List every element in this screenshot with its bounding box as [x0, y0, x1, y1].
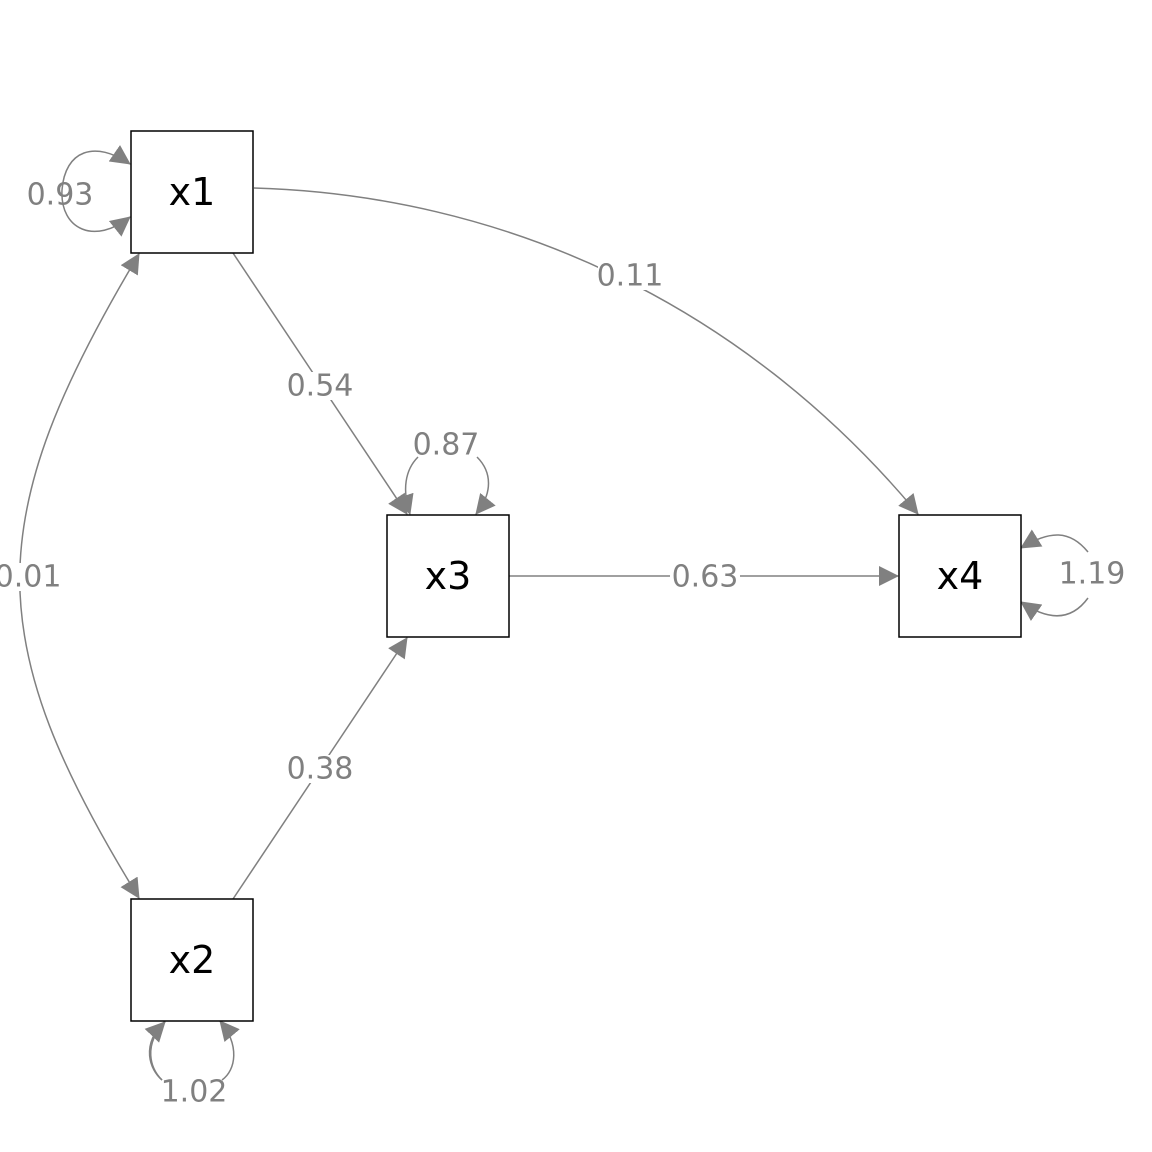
node-x2: x2: [130, 898, 254, 1022]
node-x3: x3: [386, 514, 510, 638]
svg-text:0.01: 0.01: [0, 560, 61, 595]
variance-loop-x1: [61, 145, 131, 237]
svg-text:0.38: 0.38: [287, 752, 354, 787]
variance-label-x2: 1.02: [161, 1075, 228, 1110]
svg-text:0.11: 0.11: [597, 259, 664, 294]
variance-loop-x3: [394, 456, 419, 515]
node-x4-label: x4: [937, 554, 984, 598]
node-x1: x1: [130, 130, 254, 254]
variance-loop-x4-lower: [1020, 597, 1089, 622]
node-x3-label: x3: [425, 554, 472, 598]
variance-label-x1: 0.93: [27, 178, 94, 213]
edge-label-x2-x3: 0.38: [287, 752, 354, 787]
variance-label-x3: 0.87: [413, 428, 480, 463]
variance-label-x4: 1.19: [1059, 557, 1126, 592]
node-x4: x4: [898, 514, 1022, 638]
edge-label-x1-x4: 0.11: [597, 259, 664, 294]
variance-loop-x2-left: [144, 1021, 166, 1081]
edge-label-x1-x3: 0.54: [287, 369, 354, 404]
svg-text:0.63: 0.63: [672, 560, 739, 595]
edge-x1-x4: [253, 187, 919, 515]
edge-label-x3-x4: 0.63: [670, 560, 740, 595]
node-x2-label: x2: [169, 938, 216, 982]
edge-label-x1-x2: 0.01: [0, 560, 62, 595]
variance-loop-x4: [1020, 529, 1089, 553]
variance-loop-x2: [148, 1021, 234, 1081]
svg-text:0.54: 0.54: [287, 369, 354, 404]
variance-loop-x3-right: [475, 456, 496, 515]
node-x1-label: x1: [169, 170, 216, 214]
